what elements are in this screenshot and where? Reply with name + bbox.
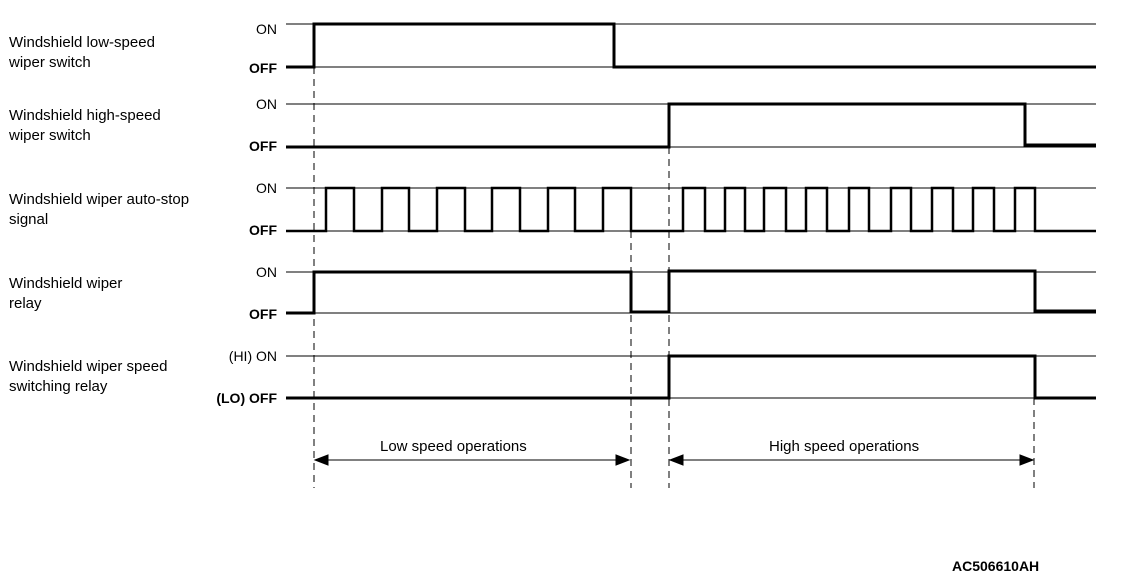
low-speed-operations-label: Low speed operations <box>380 438 527 455</box>
signal-label-low-speed-switch: Windshield low-speed wiper switch <box>9 33 209 73</box>
signal-label-line: signal <box>9 211 49 228</box>
on-level-label: ON <box>256 264 277 280</box>
on-level-label: ON <box>256 21 277 37</box>
signal-label-high-speed-switch: Windshield high-speed wiper switch <box>9 106 209 146</box>
signal-label-line: Windshield wiper speed <box>9 358 168 375</box>
arrowhead-left <box>668 454 684 466</box>
off-level-label: OFF <box>249 60 277 76</box>
signal-label-line: wiper switch <box>9 54 91 71</box>
signal-label-auto-stop: Windshield wiper auto-stop signal <box>9 190 209 230</box>
off-level-label: OFF <box>249 222 277 238</box>
on-level-label: ON <box>256 96 277 112</box>
signal-label-line: relay <box>9 295 42 312</box>
signal-label-line: Windshield wiper auto-stop <box>9 191 190 208</box>
arrowhead-right <box>615 454 631 466</box>
waveform-speed-switching-relay <box>286 354 1096 400</box>
waveform-auto-stop <box>286 186 1096 233</box>
on-level-label: ON <box>256 180 277 196</box>
signal-label-line: Windshield wiper <box>9 275 123 292</box>
signal-label-wiper-relay: Windshield wiper relay <box>9 274 209 314</box>
signal-label-line: switching relay <box>9 378 108 395</box>
waveform-wiper-relay <box>286 269 1096 315</box>
figure-code: AC506610AH <box>952 558 1040 574</box>
signal-label-line: Windshield low-speed <box>9 34 155 51</box>
waveform-high-speed-switch <box>286 102 1096 149</box>
arrowhead-left <box>313 454 329 466</box>
off-level-label: (LO) OFF <box>216 390 277 406</box>
arrowhead-right <box>1019 454 1035 466</box>
waveform-low-speed-switch <box>286 22 1096 69</box>
signal-label-speed-switching-relay: Windshield wiper speed switching relay <box>9 357 209 397</box>
high-speed-operations-label: High speed operations <box>769 438 920 455</box>
signal-label-line: wiper switch <box>9 127 91 144</box>
off-level-label: OFF <box>249 306 277 322</box>
signal-label-line: Windshield high-speed <box>9 107 161 124</box>
off-level-label: OFF <box>249 138 277 154</box>
on-level-label: (HI) ON <box>228 348 277 364</box>
